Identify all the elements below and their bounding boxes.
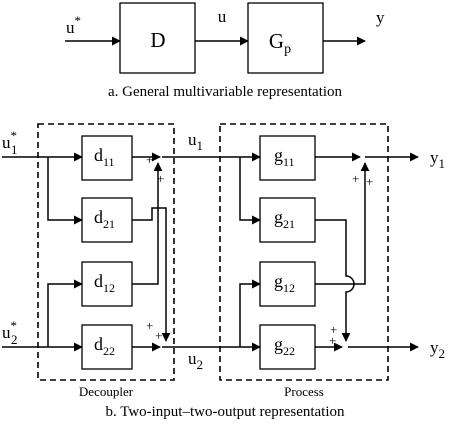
plus-sum2-a: +	[146, 318, 153, 333]
g11-label: g11	[274, 145, 295, 169]
wire-d21-sum2	[132, 207, 171, 342]
decoupler-frame	[37, 123, 175, 381]
d21-label: d21	[94, 207, 115, 231]
input-u-star-label: u*	[66, 13, 81, 37]
block-d-label: D	[150, 28, 165, 52]
y2-label: y2	[430, 338, 445, 361]
plus-sumy2-a: +	[330, 322, 337, 337]
wire-g12-sum-y1	[315, 162, 370, 285]
plus-sumy1-b: +	[366, 174, 373, 189]
block-d22	[81, 324, 133, 370]
wire-u2-g12	[239, 279, 261, 347]
part-b-two-input-two-output: d11 d21 d12 d22 g11 g21 g12 g22 u*1 u*2 …	[2, 123, 445, 420]
d22-label: d22	[94, 334, 115, 358]
u2-star-label: u*2	[2, 318, 18, 347]
u1-star-label: u*1	[2, 128, 18, 157]
wire-u2star-d12	[47, 279, 83, 347]
plus-sumy1-a: +	[352, 171, 359, 186]
output-y-label: y	[376, 8, 385, 27]
block-gp-label: Gp	[269, 29, 291, 57]
wire-u1-g21	[239, 157, 261, 225]
block-g11	[259, 135, 316, 181]
signal-u-label: u	[218, 7, 227, 26]
block-d11	[81, 135, 133, 181]
wire-g21-sum-y2	[315, 219, 355, 342]
plus-sum1-b: +	[157, 171, 164, 186]
caption-a: a. General multivariable representation	[108, 84, 343, 100]
plus-sum2-b: +	[155, 328, 162, 343]
wire-d12-sum1	[132, 162, 163, 285]
wire-u1star-d21	[47, 157, 83, 225]
u2-label: u2	[188, 349, 203, 372]
d11-label: d11	[94, 145, 115, 169]
u1-label: u1	[188, 130, 203, 153]
block-d21	[81, 197, 133, 243]
plus-sum1-a: +	[146, 152, 153, 167]
g21-label: g21	[274, 207, 295, 231]
process-frame	[219, 123, 389, 381]
caption-b: b. Two-input–two-output representation	[105, 404, 345, 420]
part-a-general-representation: u* D u Gp y a. General multivariable rep…	[65, 2, 385, 100]
y1-label: y1	[430, 148, 445, 171]
d12-label: d12	[94, 271, 115, 295]
g12-label: g12	[274, 271, 295, 295]
block-gp	[247, 2, 324, 74]
decoupler-label: Decoupler	[79, 384, 134, 399]
g22-label: g22	[274, 334, 295, 358]
block-d	[119, 2, 196, 74]
plus-sumy2-b: +	[329, 333, 336, 348]
process-label: Process	[284, 384, 324, 399]
